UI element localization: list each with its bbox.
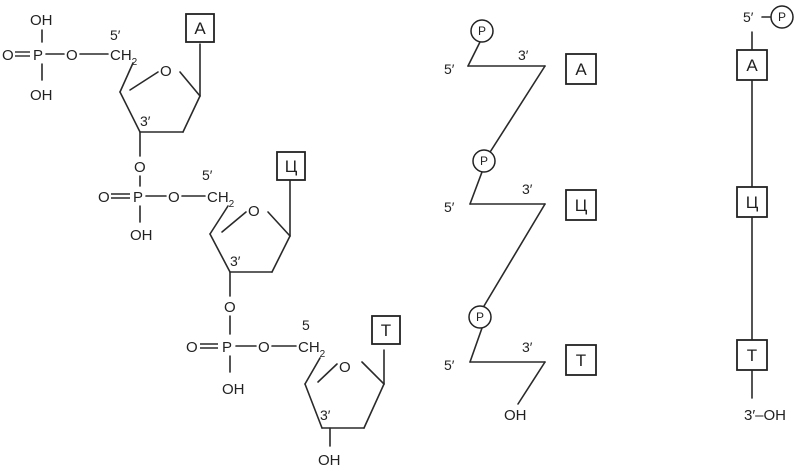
base-box-ts	[276, 151, 306, 181]
phosphate-label: P	[478, 24, 486, 38]
nucleotide-3: 5 CH2 O 3′ Т OH	[298, 315, 401, 469]
compact-3-oh: 3′–OH	[744, 407, 786, 424]
unit1-c3-label: 3′	[140, 113, 151, 129]
base-box-a	[185, 13, 215, 43]
c3-label: 3′	[522, 339, 533, 355]
compact-5-label: 5′	[743, 9, 754, 25]
unit2-ring-o: O	[248, 203, 260, 220]
unit1-o-double: O	[2, 47, 14, 64]
unit3-c3-label: 3′	[320, 407, 331, 423]
phosphate-link-1: O O P O OH	[98, 131, 206, 244]
unit1-ring-o: O	[160, 63, 172, 80]
c3-label: 3′	[518, 47, 529, 63]
link1-phosphorus: P	[133, 189, 143, 206]
unit3-oh: OH	[318, 452, 341, 469]
phosphate-link-2: O O P O OH	[186, 271, 297, 398]
c5-label: 5′	[444, 61, 455, 77]
link1-o-double: O	[98, 189, 110, 206]
nucleotide-1: OH O P O OH 5′ CH2 O 3′ А	[2, 12, 215, 133]
base-box	[565, 189, 597, 221]
base-box	[565, 344, 597, 376]
link1-o-bridge: O	[134, 159, 146, 176]
base-letter: Т	[747, 346, 757, 365]
phosphate-label: P	[778, 10, 786, 24]
base-letter: Ц	[746, 193, 759, 212]
base-t-letter: Т	[381, 321, 391, 340]
unit2-c3-label: 3′	[230, 253, 241, 269]
unit1-oh-bottom: OH	[30, 87, 53, 104]
unit3-ch2: CH2	[298, 339, 326, 360]
base-letter: Т	[576, 351, 586, 370]
phosphate-circle	[470, 19, 494, 43]
unit1-oh-top: OH	[30, 12, 53, 29]
link1-o-link: O	[168, 189, 180, 206]
link2-o-bridge: O	[224, 299, 236, 316]
link1-oh: OH	[130, 227, 153, 244]
link2-oh: OH	[222, 381, 245, 398]
base-letter: Ц	[575, 196, 588, 215]
unit1-ch2: CH2	[110, 47, 138, 68]
unit3-ring-o: O	[339, 359, 351, 376]
skeletal-structure: P P P 5′ 3′ 5′ 3′ 5′ 3′ А Ц Т OH	[444, 19, 597, 424]
unit2-ch2: CH2	[207, 189, 235, 210]
compact-structure: 5′ P А Ц Т 3′–OH	[736, 5, 794, 424]
phosphate-label: P	[476, 310, 484, 324]
unit2-c5-label: 5′	[202, 167, 213, 183]
link2-phosphorus: P	[222, 339, 232, 356]
unit1-c5-label: 5′	[110, 27, 121, 43]
c5-label: 5′	[444, 199, 455, 215]
base-letter: А	[746, 56, 758, 75]
phosphate-circle	[770, 5, 794, 29]
base-a-letter: А	[194, 19, 206, 38]
skeletal-oh: OH	[504, 407, 527, 424]
unit1-phosphorus: P	[33, 47, 43, 64]
base-letter: А	[575, 60, 587, 79]
detailed-structure: OH O P O OH 5′ CH2 O 3′ А	[2, 12, 401, 469]
link2-o-double: O	[186, 339, 198, 356]
base-box	[736, 49, 768, 81]
c3-label: 3′	[522, 181, 533, 197]
base-box-t	[371, 315, 401, 345]
base-ts-letter: Ц	[285, 157, 298, 176]
phosphate-circle	[468, 305, 492, 329]
c5-label: 5′	[444, 357, 455, 373]
phosphate-circle	[472, 149, 496, 173]
unit3-c5-label: 5	[302, 317, 310, 333]
base-box	[736, 339, 768, 371]
base-box	[565, 53, 597, 85]
unit1-o-link: O	[66, 47, 78, 64]
nucleotide-2: 5′ CH2 O 3′ Ц	[202, 151, 306, 273]
link2-o-link: O	[258, 339, 270, 356]
base-box	[736, 186, 768, 218]
phosphate-label: P	[480, 154, 488, 168]
